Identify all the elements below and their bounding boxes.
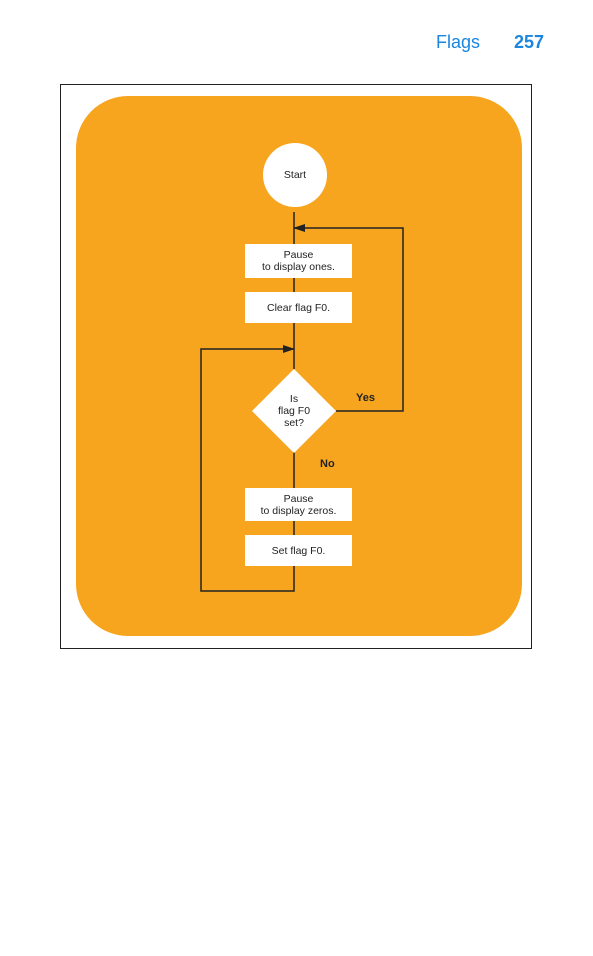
pause-zeros-line2: to display zeros.: [261, 505, 337, 517]
clear-flag-box: Clear flag F0.: [245, 292, 352, 323]
decision-line2: flag F0: [264, 405, 324, 417]
yes-label: Yes: [356, 392, 375, 404]
decision-line3: set?: [264, 417, 324, 429]
pause-zeros-line1: Pause: [284, 493, 314, 505]
pause-zeros-box: Pause to display zeros.: [245, 488, 352, 521]
no-label: No: [320, 458, 335, 470]
pause-ones-line2: to display ones.: [262, 261, 335, 273]
decision-line1: Is: [264, 393, 324, 405]
clear-flag-label: Clear flag F0.: [267, 302, 330, 314]
pause-ones-box: Pause to display ones.: [245, 244, 352, 278]
set-flag-box: Set flag F0.: [245, 535, 352, 566]
decision-text: Is flag F0 set?: [264, 393, 324, 429]
start-node: Start: [263, 143, 327, 207]
start-label: Start: [284, 169, 306, 181]
set-flag-label: Set flag F0.: [272, 545, 326, 557]
pause-ones-line1: Pause: [284, 249, 314, 261]
